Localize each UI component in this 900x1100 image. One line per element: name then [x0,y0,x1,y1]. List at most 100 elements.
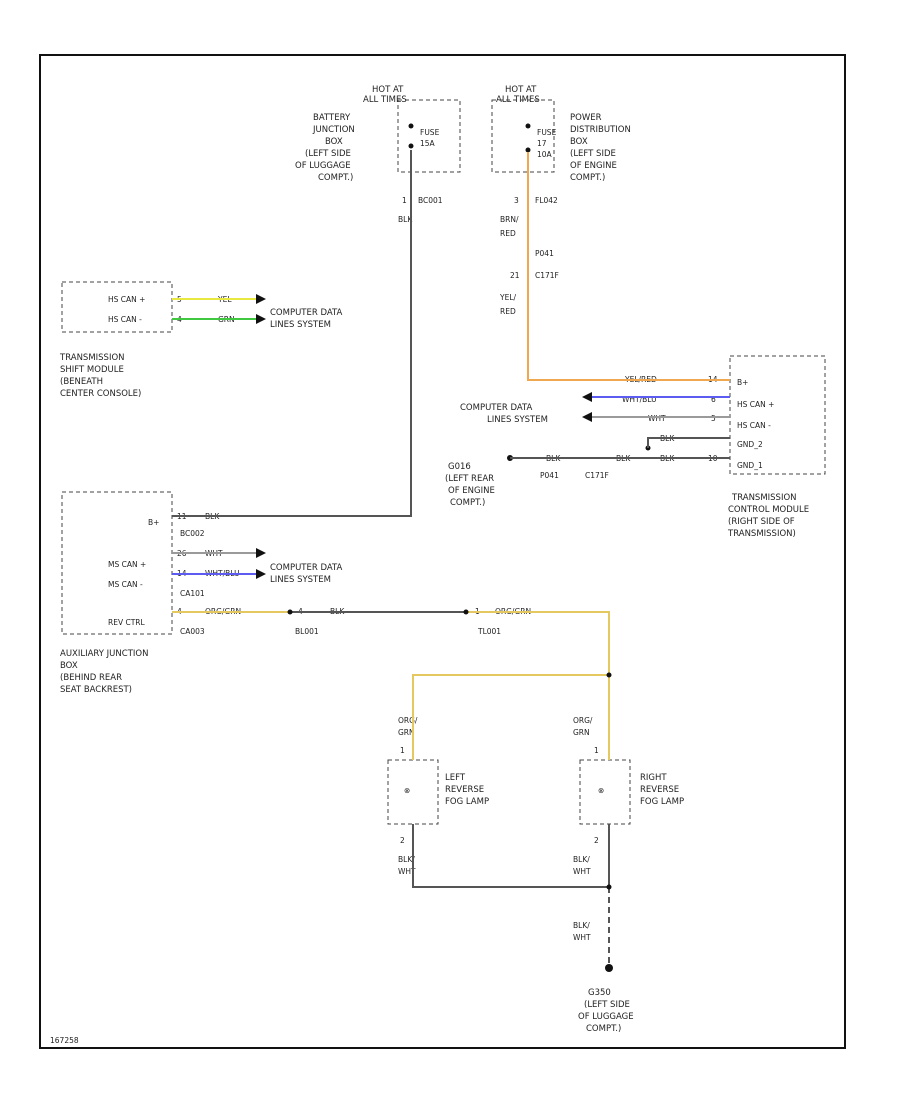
shift-module-outline [61,281,173,333]
battery-junction-box-outline [397,99,461,173]
lamp-symbol-icon: ⊗ [598,786,604,795]
pin-number: 21 [510,271,520,280]
arrow-left-icon [582,392,592,402]
right-reverse-fog-lamp: ORG/ GRN 1 ⊗ RIGHT REVERSE FOG LAMP 2 BL… [573,716,684,876]
lamp-name-line: REVERSE [640,785,679,795]
pin-label: REV CTRL [108,618,145,627]
wire-color-label: WHT [573,867,591,876]
ground-name-line: COMPT.) [586,1024,621,1034]
pin-number: 3 [514,196,519,205]
pin-label: GND_1 [737,461,763,470]
left-reverse-fog-lamp: ORG/ GRN 1 ⊗ LEFT REVERSE FOG LAMP 2 BLK… [387,716,489,876]
lamp-name-line: FOG LAMP [445,797,489,807]
splice-dot [606,884,612,890]
pin-number: 1 [594,746,599,755]
pdb-name-line: COMPT.) [570,173,605,183]
pin-number: 1 [400,746,405,755]
destination-label: LINES SYSTEM [270,320,331,330]
fuse-terminal-dot [408,143,414,149]
splice-label: BL001 [295,627,319,636]
module-name-line: TRANSMISSION [731,493,797,503]
wire-color-label: YEL/ [499,293,516,302]
connector-label: BC002 [180,529,205,538]
diagram-id: 167258 [50,1036,79,1045]
splice-dot [606,672,612,678]
wire-color-label: BLK/ [573,921,590,930]
pin-label: MS CAN + [108,560,146,569]
all-times-label: ALL TIMES [363,95,407,105]
bjb-name-line: (LEFT SIDE [305,149,351,159]
wire-color-label: ORG/ [398,716,418,725]
bjb-name-line: COMPT.) [318,173,353,183]
battery-junction-box: HOT AT ALL TIMES BATTERY JUNCTION BOX (L… [295,85,461,224]
pin-label: B+ [737,378,748,387]
destination-label: COMPUTER DATA [270,563,343,573]
destination-label: COMPUTER DATA [270,308,343,318]
connector-label: CA003 [180,627,205,636]
pin-label: HS CAN + [737,400,774,409]
pin-label: B+ [148,518,159,527]
pin-number: 6 [711,395,716,404]
splice-label: TL001 [477,627,501,636]
box-name-line: AUXILIARY JUNCTION [60,649,148,659]
wires-layer [172,150,730,964]
module-name-line: SHIFT MODULE [60,365,124,375]
fuse-terminal-dot [408,123,414,129]
splice-dot [287,609,293,615]
wire-color-label: RED [500,229,516,238]
wire-color-label: GRN [573,728,590,737]
bjb-name-line: JUNCTION [312,125,355,135]
ground-name-line: G016 [448,462,471,472]
ground-name-line: COMPT.) [450,498,485,508]
pdb-name-line: OF ENGINE [570,161,617,171]
module-name-line: CENTER CONSOLE) [60,389,141,399]
pin-number: 2 [400,836,405,845]
module-name-line: TRANSMISSION) [727,529,796,539]
module-name-line: CONTROL MODULE [728,505,809,515]
hot-at-label: HOT AT [372,85,404,95]
arrow-left-icon [582,412,592,422]
module-name-line: (BENEATH [60,377,103,387]
wire-color-label: WHT [398,867,416,876]
lamp-name-line: RIGHT [640,773,667,783]
bjb-name-line: BATTERY [313,113,351,123]
wire-color-label: ORG/ [573,716,593,725]
wire-color-label: RED [500,307,516,316]
module-name-line: (RIGHT SIDE OF [728,517,795,527]
pin-label: HS CAN - [108,315,142,324]
box-name-line: (BEHIND REAR [60,673,122,683]
ground-name-line: OF LUGGAGE [578,1012,634,1022]
ground-g350: BLK/ WHT G350 (LEFT SIDE OF LUGGAGE COMP… [573,921,634,1034]
transmission-shift-module: HS CAN + HS CAN - 5 4 YEL GRN COMPUTER D… [59,281,343,399]
right-lamp-outline [579,759,631,825]
fuse-number: 17 [537,139,547,148]
tcm-outline [729,355,826,475]
pdb-name-line: (LEFT SIDE [570,149,616,159]
wire-color-label: BLK/ [573,855,590,864]
wire-color-label: BRN/ [500,215,519,224]
wire-color-label: WHT [573,933,591,942]
wire-bjb-blk [172,150,412,517]
bjb-name-line: OF LUGGAGE [295,161,351,171]
connector-label: FL042 [535,196,558,205]
lamp-name-line: FOG LAMP [640,797,684,807]
hot-at-label: HOT AT [505,85,537,95]
lamp-symbol-icon: ⊗ [404,786,410,795]
fuse-rating: 10A [537,150,553,159]
lamp-name-line: REVERSE [445,785,484,795]
power-distribution-box: HOT AT ALL TIMES POWER DISTRIBUTION BOX … [491,85,631,238]
left-lamp-outline [387,759,439,825]
splice-label: P041 [535,249,554,258]
power-distribution-box-outline [491,99,555,173]
lamp-name-line: LEFT [445,773,466,783]
ground-name-line: OF ENGINE [448,486,495,496]
wire-pdb-yelred [527,152,730,381]
arrow-right-icon [256,548,266,558]
transmission-control-module: B+ HS CAN + HS CAN - GND_2 GND_1 14 6 5 … [445,355,826,539]
all-times-label: ALL TIMES [496,95,540,105]
pin-label: GND_2 [737,440,763,449]
destination-label: LINES SYSTEM [270,575,331,585]
box-name-line: BOX [60,661,78,671]
destination-label: LINES SYSTEM [487,415,548,425]
